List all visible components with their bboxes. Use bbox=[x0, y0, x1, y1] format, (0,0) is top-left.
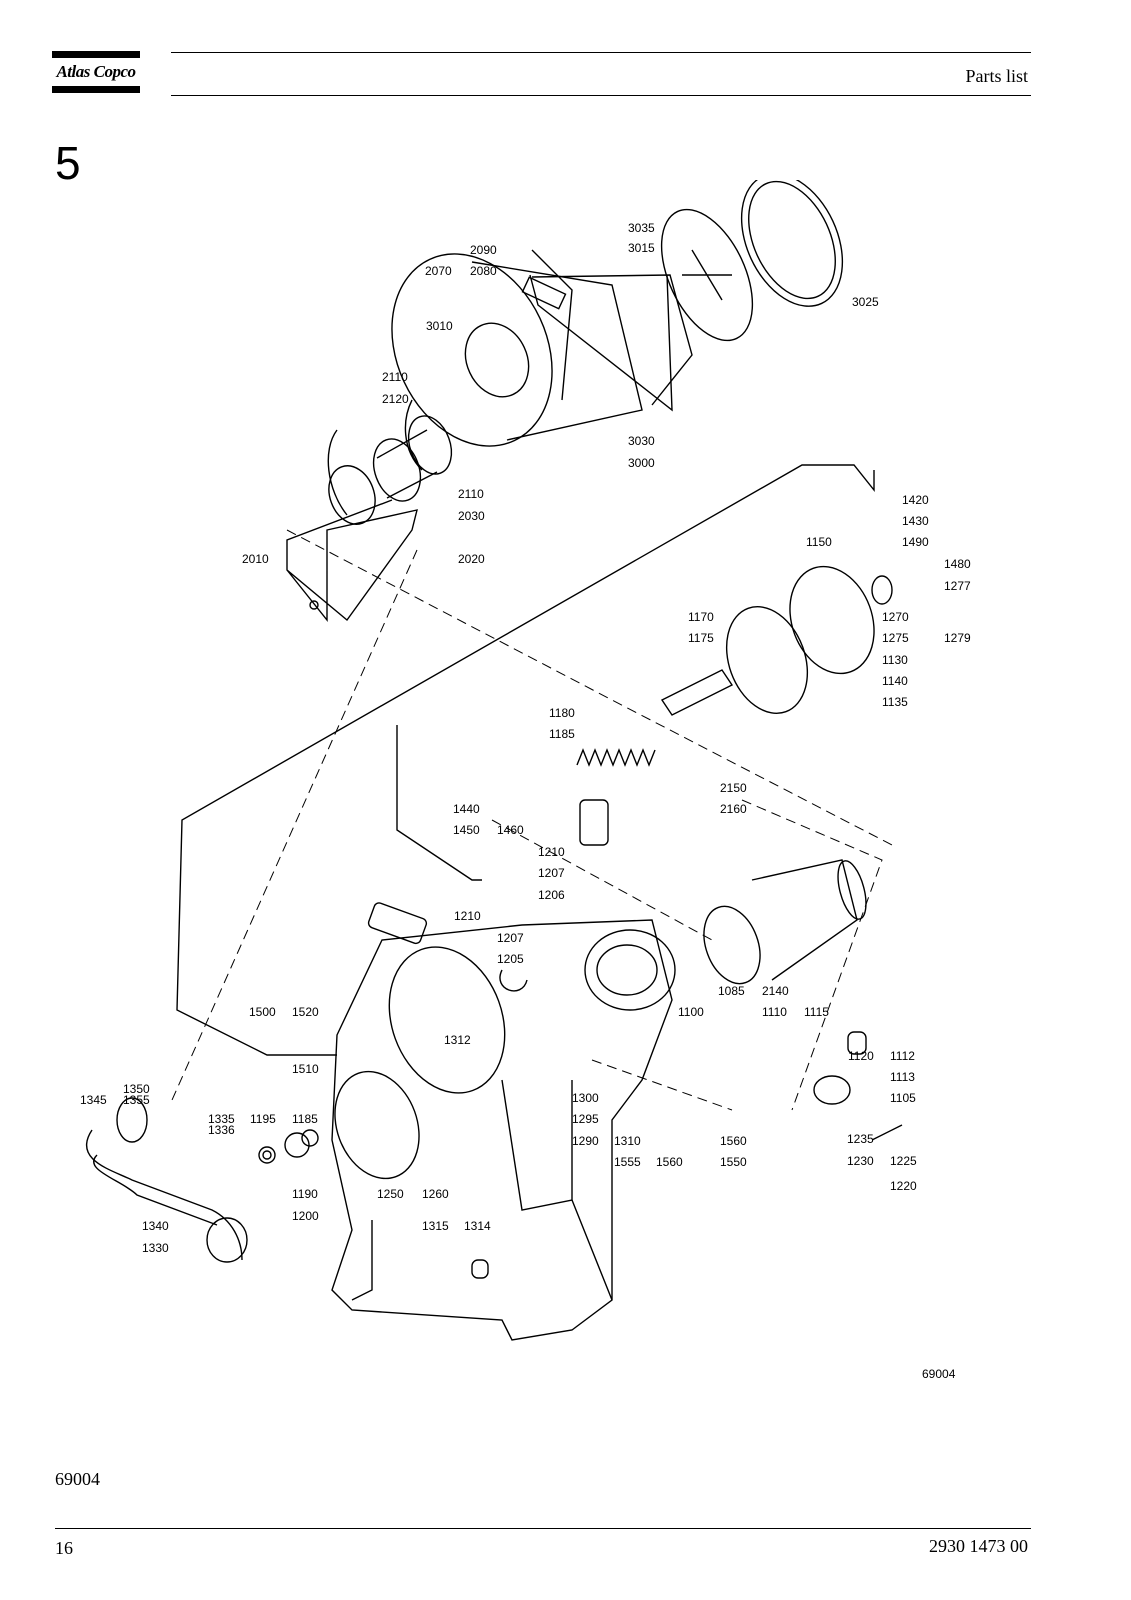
callout-label: 1115 bbox=[804, 1005, 829, 1019]
header-bottom-rule bbox=[171, 95, 1031, 96]
callout-label: 1207 bbox=[497, 931, 524, 945]
callout-labels: 3035 3015 3025 2090 2070 2080 3010 2110 … bbox=[80, 221, 971, 1381]
callout-label: 1120 bbox=[848, 1049, 874, 1063]
callout-label: 1290 bbox=[572, 1134, 599, 1148]
callout-label: 1430 bbox=[902, 514, 929, 528]
callout-label: 1135 bbox=[882, 695, 908, 709]
callout-label: 1330 bbox=[142, 1241, 169, 1255]
callout-label: 1312 bbox=[444, 1033, 471, 1047]
callout-label: 1510 bbox=[292, 1062, 319, 1076]
callout-label: 1235 bbox=[847, 1132, 874, 1146]
callout-label: 1480 bbox=[944, 557, 971, 571]
callout-label: 1520 bbox=[292, 1005, 319, 1019]
callout-label: 1275 bbox=[882, 631, 909, 645]
drawing-id: 69004 bbox=[922, 1367, 956, 1381]
callout-label: 3015 bbox=[628, 241, 655, 255]
callout-label: 1210 bbox=[454, 909, 481, 923]
callout-label: 2070 bbox=[425, 264, 452, 278]
callout-label: 2160 bbox=[720, 802, 747, 816]
callout-label: 2020 bbox=[458, 552, 485, 566]
callout-label: 1355 bbox=[123, 1093, 150, 1107]
callout-label: 1200 bbox=[292, 1209, 319, 1223]
footer-rule bbox=[55, 1528, 1031, 1529]
callout-label: 1205 bbox=[497, 952, 524, 966]
section-number: 5 bbox=[55, 137, 81, 189]
callout-label: 1207 bbox=[538, 866, 565, 880]
callout-label: 1500 bbox=[249, 1005, 276, 1019]
callout-label: 1130 bbox=[882, 653, 908, 667]
callout-label: 1345 bbox=[80, 1093, 107, 1107]
figure-caption: 69004 bbox=[55, 1469, 100, 1489]
callout-label: 2030 bbox=[458, 509, 485, 523]
callout-label: 3035 bbox=[628, 221, 655, 235]
callout-label: 1560 bbox=[656, 1155, 683, 1169]
header-top-rule bbox=[171, 52, 1031, 53]
callout-label: 1560 bbox=[720, 1134, 747, 1148]
callout-label: 1315 bbox=[422, 1219, 449, 1233]
callout-label: 1336 bbox=[208, 1123, 235, 1137]
callout-label: 1314 bbox=[464, 1219, 491, 1233]
callout-label: 2080 bbox=[470, 264, 497, 278]
callout-label: 1450 bbox=[453, 823, 480, 837]
callout-label: 1350 bbox=[123, 1082, 150, 1096]
callout-label: 2110 bbox=[458, 487, 484, 501]
callout-label: 1420 bbox=[902, 493, 929, 507]
callout-label: 1210 bbox=[538, 845, 565, 859]
callout-label: 3025 bbox=[852, 295, 879, 309]
callout-label: 1460 bbox=[497, 823, 524, 837]
callout-label: 1440 bbox=[453, 802, 480, 816]
callout-label: 2140 bbox=[762, 984, 789, 998]
callout-label: 1190 bbox=[292, 1187, 318, 1201]
callout-label: 1260 bbox=[422, 1187, 449, 1201]
callout-label: 1085 bbox=[718, 984, 745, 998]
callout-label: 1230 bbox=[847, 1154, 874, 1168]
callout-label: 1277 bbox=[944, 579, 971, 593]
callout-label: 2110 bbox=[382, 370, 408, 384]
callout-label: 1490 bbox=[902, 535, 929, 549]
callout-label: 1279 bbox=[944, 631, 971, 645]
logo-text: Atlas Copco bbox=[56, 62, 136, 81]
logo-bottom-bar bbox=[52, 86, 140, 93]
atlas-copco-logo: Atlas Copco bbox=[52, 51, 140, 93]
drawing-linework bbox=[85, 173, 903, 1341]
callout-label: 1225 bbox=[890, 1154, 917, 1168]
callout-label: 1113 bbox=[890, 1070, 915, 1084]
logo-top-bar bbox=[52, 51, 140, 58]
callout-label: 1250 bbox=[377, 1187, 404, 1201]
callout-label: 1110 bbox=[762, 1005, 787, 1019]
callout-label: 1195 bbox=[250, 1112, 276, 1126]
callout-label: 1340 bbox=[142, 1219, 169, 1233]
document-number: 2930 1473 00 bbox=[929, 1536, 1028, 1556]
header-title: Parts list bbox=[965, 66, 1028, 86]
callout-label: 1555 bbox=[614, 1155, 641, 1169]
callout-label: 1112 bbox=[890, 1049, 915, 1063]
callout-label: 2120 bbox=[382, 392, 409, 406]
callout-label: 1175 bbox=[688, 631, 714, 645]
callout-label: 1180 bbox=[549, 706, 575, 720]
callout-label: 1295 bbox=[572, 1112, 599, 1126]
callout-label: 2150 bbox=[720, 781, 747, 795]
callout-label: 1335 bbox=[208, 1112, 235, 1126]
callout-label: 1550 bbox=[720, 1155, 747, 1169]
exploded-view-drawing: 3035 3015 3025 2090 2070 2080 3010 2110 … bbox=[52, 173, 1052, 1430]
callout-label: 2010 bbox=[242, 552, 269, 566]
callout-label: 3000 bbox=[628, 456, 655, 470]
callout-label: 1185 bbox=[549, 727, 575, 741]
callout-label: 3030 bbox=[628, 434, 655, 448]
callout-label: 1310 bbox=[614, 1134, 641, 1148]
callout-label: 1100 bbox=[678, 1005, 704, 1019]
page-number: 16 bbox=[55, 1538, 73, 1558]
callout-label: 1206 bbox=[538, 888, 565, 902]
callout-label: 1140 bbox=[882, 674, 908, 688]
callout-label: 1170 bbox=[688, 610, 714, 624]
callout-label: 3010 bbox=[426, 319, 453, 333]
exploded-view-svg: 3035 3015 3025 2090 2070 2080 3010 2110 … bbox=[80, 173, 971, 1381]
callout-label: 1185 bbox=[292, 1112, 318, 1126]
callout-label: 1270 bbox=[882, 610, 909, 624]
callout-label: 1220 bbox=[890, 1179, 917, 1193]
callout-label: 1300 bbox=[572, 1091, 599, 1105]
callout-label: 1150 bbox=[806, 535, 832, 549]
callout-label: 1105 bbox=[890, 1091, 916, 1105]
callout-label: 2090 bbox=[470, 243, 497, 257]
